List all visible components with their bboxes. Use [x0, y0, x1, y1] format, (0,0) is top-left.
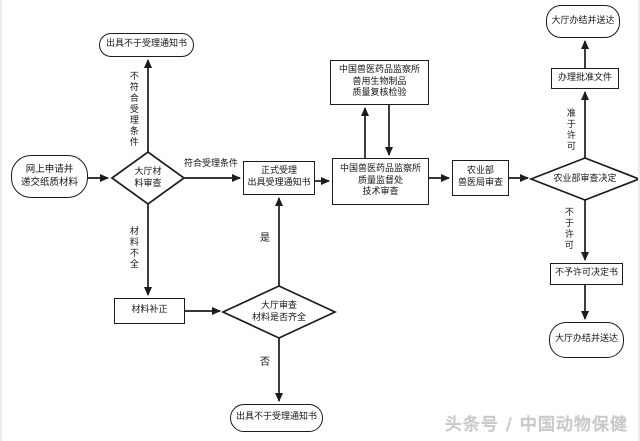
node-reject-notice-top: 出具不于受理通知书	[99, 33, 194, 57]
node-inspection-institute: 中国兽医药品监察所 兽用生物制品 质量复核检验	[330, 60, 429, 105]
node-denial-decision: 不予许可决定书	[550, 263, 623, 285]
label-moa-decision: 农业部审查决定	[553, 173, 617, 184]
edge-label-no: 否	[260, 357, 270, 368]
node-start: 网上申请并 递交纸质材料	[11, 155, 88, 198]
node-approval-document: 办理批准文件	[551, 68, 619, 89]
edge-label-yes: 是	[260, 233, 270, 244]
node-deliver-bottom: 大厅办结并送达	[549, 322, 624, 358]
label-hall-material-review: 大厅材 料审查	[134, 166, 162, 189]
label-material-check: 大厅审查 材料是否齐全	[251, 300, 306, 323]
edge-label-not-meet-conditions: 不符合受理条件	[127, 70, 138, 148]
edge-label-meet-conditions: 符合受理条件	[184, 159, 239, 169]
watermark-toutiao: 头条号 / 中国动物保健	[444, 415, 628, 435]
node-vet-bureau-review: 农业部 兽医局审查	[452, 160, 509, 196]
node-deliver-top: 大厅办结并送达	[546, 5, 620, 38]
node-tech-review: 中国兽医药品监察所 质量监督处 技术审查	[332, 158, 429, 205]
edge-label-deny-permit: 不于许可	[562, 207, 573, 251]
node-reject-notice-bottom: 出具不于受理通知书	[230, 404, 323, 432]
node-material-correction: 材料补正	[114, 298, 185, 324]
node-formal-accept: 正式受理 出具受理通知书	[243, 161, 315, 195]
edge-label-grant-permit: 准于许可	[564, 108, 575, 152]
edge-label-material-incomplete: 材料不全	[127, 226, 138, 270]
